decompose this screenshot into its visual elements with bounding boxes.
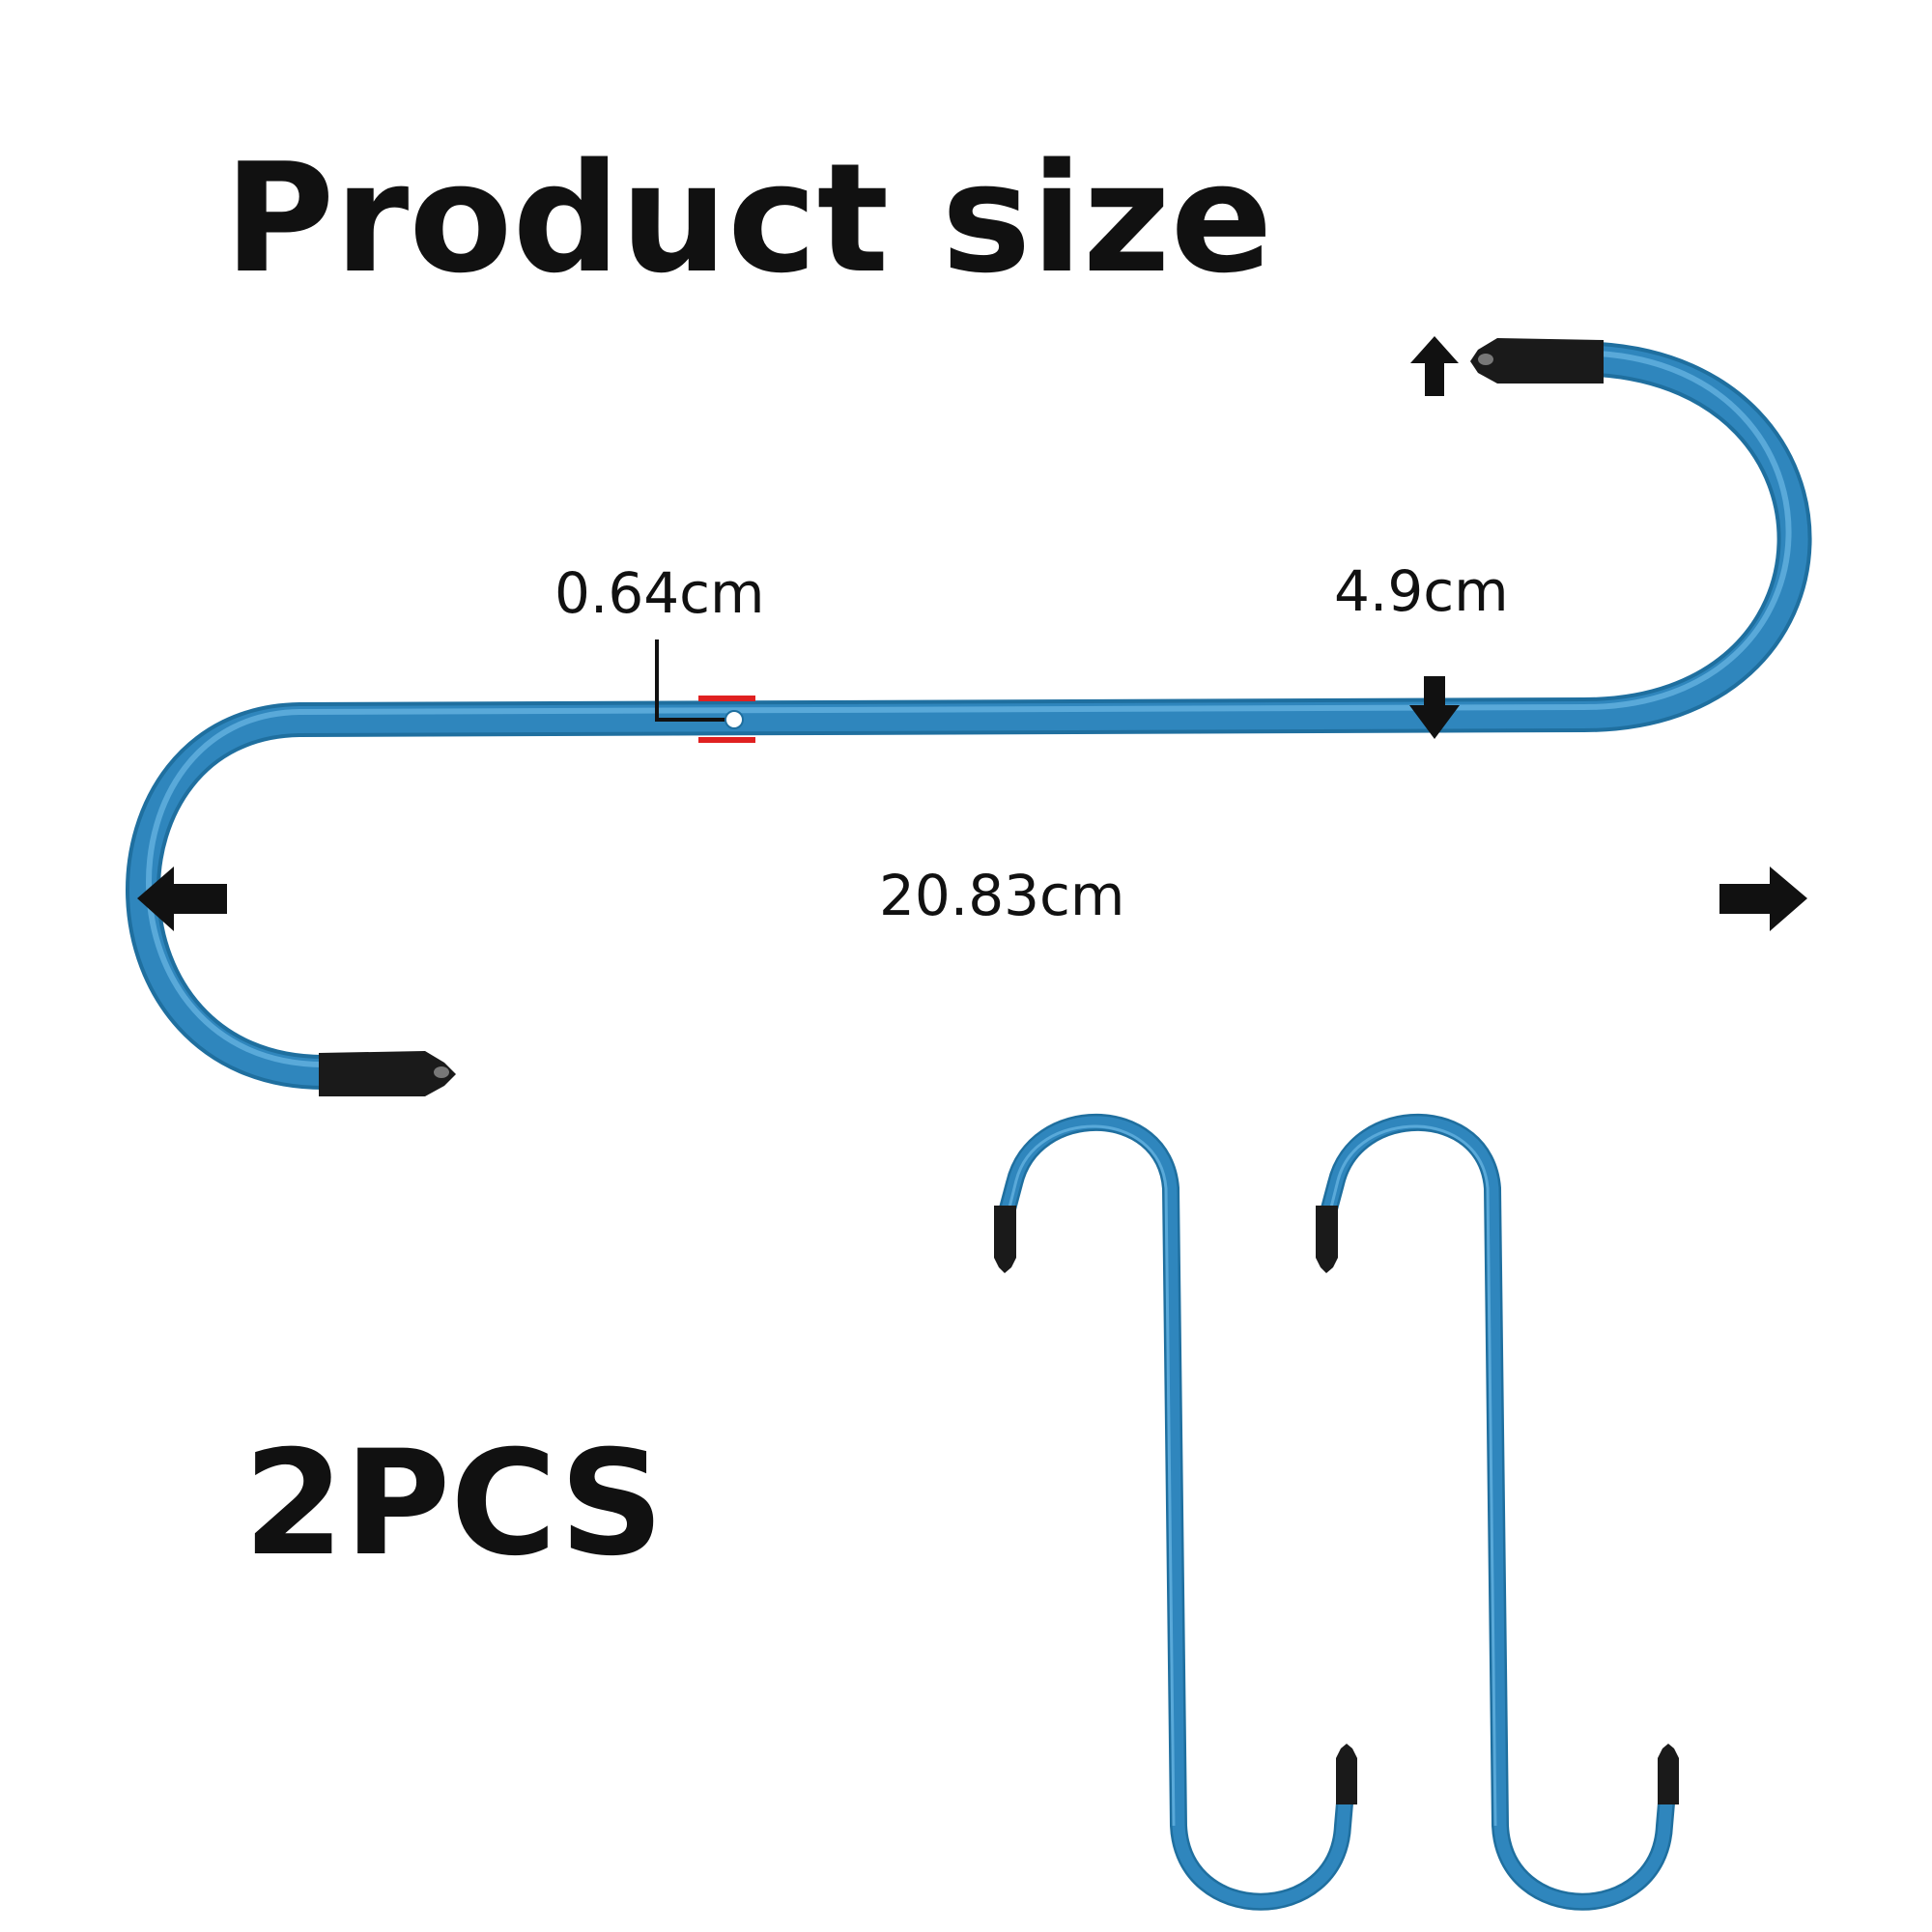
height-label: 4.9cm [1334,558,1509,624]
length-arrow-left [137,867,227,931]
length-arrow-right [1719,867,1807,931]
small-s-hook-1 [994,1113,1357,1911]
large-s-hook [126,338,1812,1096]
page-title: Product size [224,130,1273,306]
tip-cap-top [1316,1206,1338,1273]
tip-cap-top [1470,338,1604,384]
thickness-marker [655,639,755,743]
thickness-label: 0.64cm [554,560,765,626]
quantity-label: 2PCS [243,1420,665,1588]
height-arrow-up [1410,336,1459,396]
length-label: 20.83cm [879,863,1125,928]
tip-cap-bottom [1336,1744,1357,1804]
tip-cap-bottom [1658,1744,1679,1804]
tip-cap-top [994,1206,1016,1273]
tip-cap-bottom [319,1051,456,1096]
height-arrow-down [1409,676,1460,739]
small-s-hook-2 [1316,1113,1679,1911]
